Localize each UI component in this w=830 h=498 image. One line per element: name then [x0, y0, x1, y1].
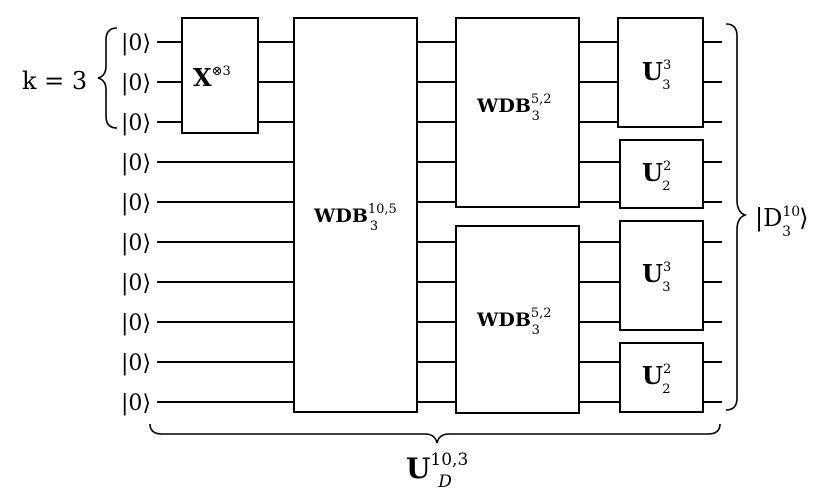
input-ket-1: |0⟩ — [121, 31, 151, 56]
input-ket-8: |0⟩ — [121, 311, 151, 336]
input-ket-3: |0⟩ — [121, 111, 151, 136]
u-second-gate-box — [619, 139, 704, 209]
input-ket-4: |0⟩ — [121, 151, 151, 176]
k-label: k = 3 — [22, 67, 87, 95]
x-gate-label: X⊗3 — [193, 63, 231, 92]
bottom-brace — [149, 423, 721, 444]
input-ket-7: |0⟩ — [121, 271, 151, 296]
wdb-upper-gate-box — [455, 17, 580, 208]
u-third-gate-box — [619, 220, 704, 331]
input-ket-9: |0⟩ — [121, 351, 151, 376]
input-ket-10: |0⟩ — [121, 391, 151, 416]
u-top-gate-box — [617, 17, 704, 128]
wdb-lower-gate-box — [455, 225, 580, 414]
output-brace — [725, 23, 748, 411]
x-gate-box — [181, 17, 259, 134]
input-ket-2: |0⟩ — [121, 71, 151, 96]
u-bottom-gate-box — [619, 342, 704, 413]
input-ket-5: |0⟩ — [121, 191, 151, 216]
k-brace — [97, 27, 118, 129]
input-ket-6: |0⟩ — [121, 231, 151, 256]
wdb-outer-gate-box — [293, 17, 418, 413]
input-kets: |0⟩ |0⟩ |0⟩ |0⟩ |0⟩ |0⟩ |0⟩ |0⟩ |0⟩ |0⟩ — [121, 31, 151, 416]
